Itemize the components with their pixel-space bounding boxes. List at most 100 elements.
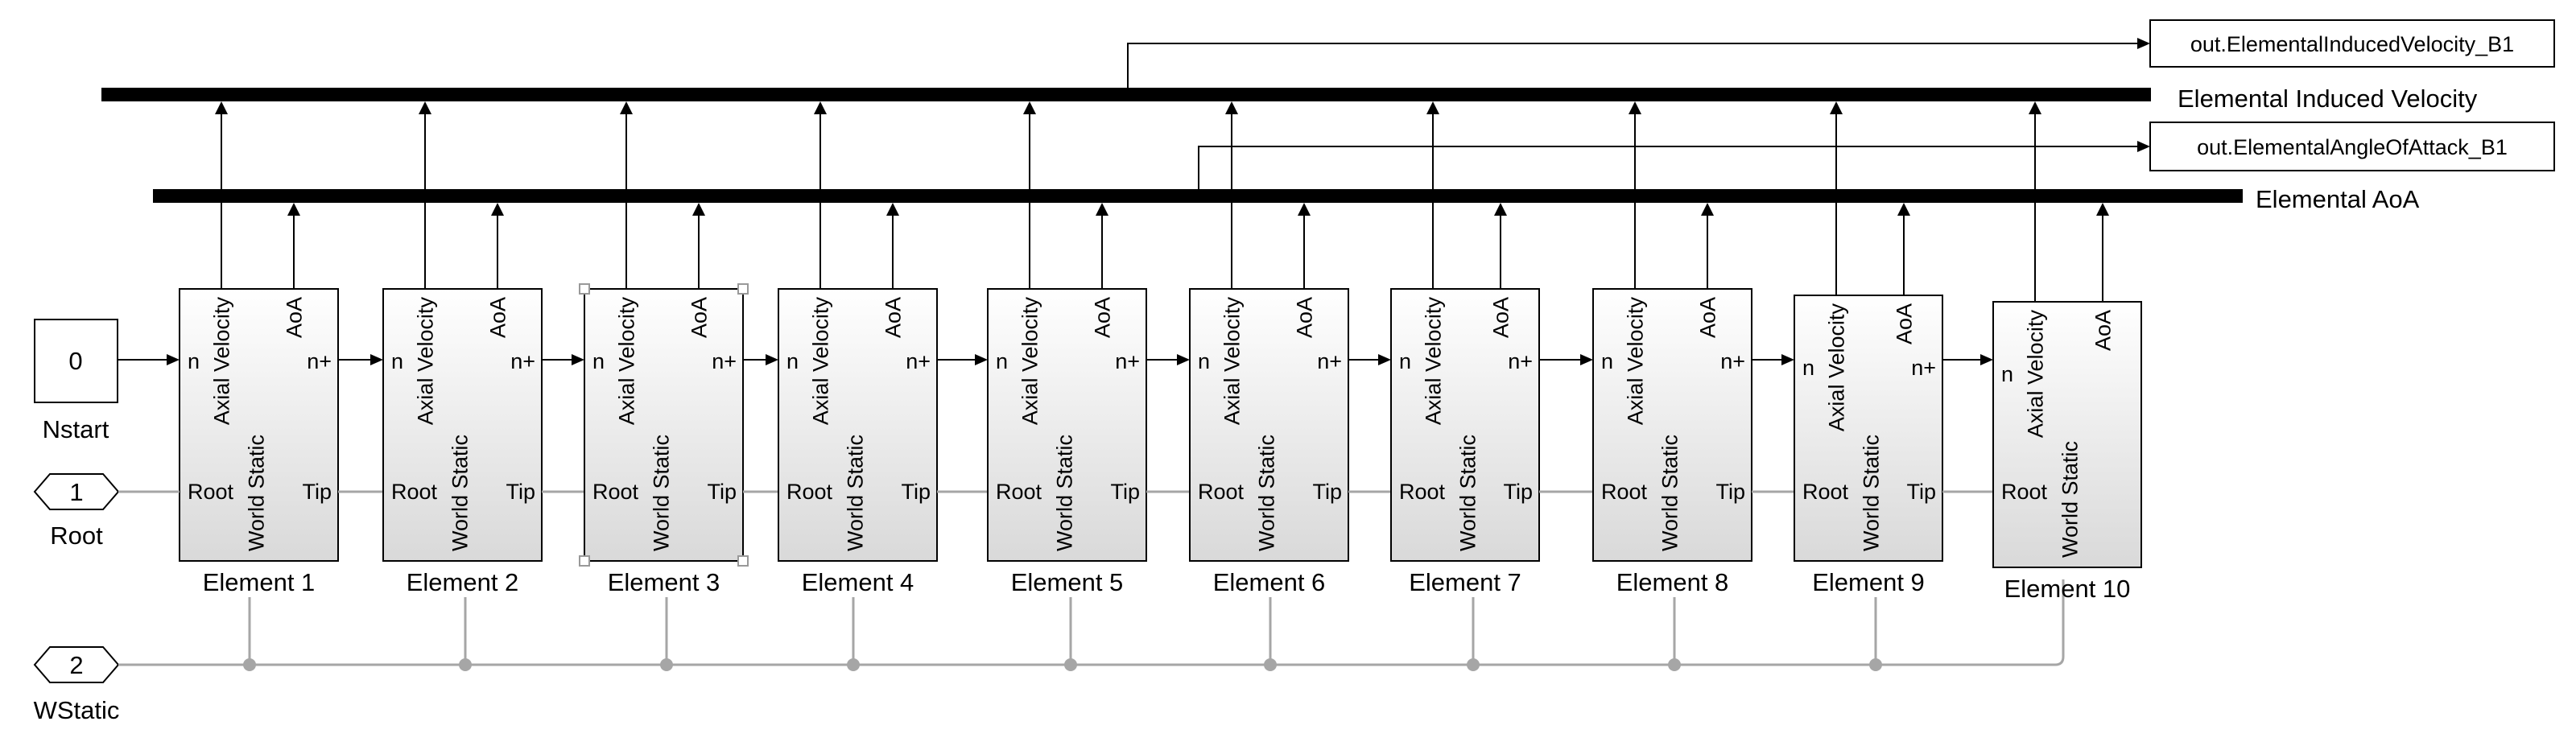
port-root-label: Root [1198,480,1245,504]
aoa-outport[interactable]: out.ElementalAngleOfAttack_B1 [1198,122,2555,189]
velocity-bus[interactable] [101,88,2151,101]
wstatic-branch[interactable] [1264,597,1277,671]
axial-velocity-signal[interactable] [1629,101,1641,289]
axial-velocity-signal[interactable] [1830,101,1843,295]
aoa-signal[interactable] [1494,203,1507,289]
port-aoa-label: AoA [687,297,711,338]
port-n-label: n [188,349,200,373]
wstatic-junction [1467,658,1480,671]
aoa-signal[interactable] [287,203,300,289]
wstatic-branch[interactable] [1064,597,1077,671]
port-nplus-label: n+ [1911,356,1936,380]
selection-handle[interactable] [579,555,590,567]
axial-velocity-signal[interactable] [215,101,228,289]
wstatic-junction [660,658,673,671]
chain-signal[interactable] [1539,354,1593,365]
aoa-signal[interactable] [1298,203,1311,289]
wstatic-junction [243,658,256,671]
wstatic-branch[interactable] [243,597,256,671]
axial-velocity-signal[interactable] [814,101,827,289]
selection-handle[interactable] [737,283,749,295]
port-axial-velocity-label: Axial Velocity [808,297,832,426]
aoa-signal[interactable] [692,203,705,289]
aoa-bus[interactable] [153,189,2243,203]
root-inport-label: Root [50,521,103,550]
port-tip-label: Tip [1312,480,1342,504]
chain-signal[interactable] [743,354,778,365]
port-root-label: Root [1601,480,1648,504]
wstatic-junction [459,658,472,671]
port-tip-label: Tip [1715,480,1745,504]
nstart-constant-block[interactable]: 0 [34,319,118,403]
port-tip-label: Tip [901,480,931,504]
element-name-label: Element 1 [203,568,316,596]
wstatic-branch[interactable] [1869,597,1882,671]
chain-signal[interactable] [937,354,988,365]
axial-velocity-signal[interactable] [2029,101,2041,302]
wstatic-branch[interactable] [459,597,472,671]
port-root-label: Root [996,480,1042,504]
aoa-signal[interactable] [1701,203,1714,289]
port-world-static-label: World Static [1455,435,1480,551]
port-world-static-label: World Static [1254,435,1278,551]
element-name-label: Element 7 [1409,568,1521,596]
port-n-label: n [1802,356,1814,380]
axial-velocity-signal[interactable] [1426,101,1439,289]
port-n-label: n [1198,349,1210,373]
wstatic-branch[interactable] [660,597,673,671]
wstatic-inport[interactable]: 2 [33,646,120,683]
chain-signal[interactable] [1146,354,1190,365]
wstatic-signal-line[interactable] [118,579,2065,666]
chain-signal[interactable] [542,354,584,365]
port-nplus-label: n+ [1317,349,1342,373]
port-aoa-label: AoA [1488,297,1513,338]
wstatic-junction [847,658,860,671]
port-n-label: n [391,349,403,373]
selection-handle[interactable] [737,555,749,567]
aoa-outport-label: out.ElementalAngleOfAttack_B1 [2197,135,2508,159]
nstart-signal-line[interactable] [118,354,180,365]
port-world-static-label: World Static [649,435,673,551]
wstatic-branch[interactable] [1467,597,1480,671]
port-nplus-label: n+ [1720,349,1745,373]
chain-signal[interactable] [1752,354,1794,365]
port-n-label: n [2001,362,2013,386]
aoa-signal[interactable] [1096,203,1108,289]
aoa-signal[interactable] [1897,203,1910,295]
chain-signal[interactable] [1942,354,1993,365]
wstatic-inport-label: WStatic [34,696,120,724]
root-inport[interactable]: 1 [33,473,120,510]
axial-velocity-signal[interactable] [620,101,633,289]
wstatic-junction [1869,658,1882,671]
axial-velocity-signal[interactable] [419,101,431,289]
velocity-outport[interactable]: out.ElementalInducedVelocity_B1 [1127,19,2555,88]
axial-velocity-signal[interactable] [1225,101,1238,289]
wstatic-junction [1668,658,1681,671]
port-tip-label: Tip [302,480,332,504]
port-nplus-label: n+ [1115,349,1140,373]
port-tip-label: Tip [1110,480,1140,504]
aoa-signal[interactable] [491,203,504,289]
aoa-signal[interactable] [886,203,899,289]
axial-velocity-signal[interactable] [1023,101,1036,289]
wstatic-branch[interactable] [1668,597,1681,671]
port-world-static-label: World Static [244,435,268,551]
port-aoa-label: AoA [282,297,306,338]
chain-signal[interactable] [1348,354,1391,365]
chain-signal[interactable] [338,354,383,365]
wstatic-branch[interactable] [847,597,860,671]
aoa-signal[interactable] [2096,203,2109,302]
selection-handle[interactable] [579,283,590,295]
port-axial-velocity-label: Axial Velocity [1824,303,1848,432]
element-name-label: Element 5 [1011,568,1124,596]
